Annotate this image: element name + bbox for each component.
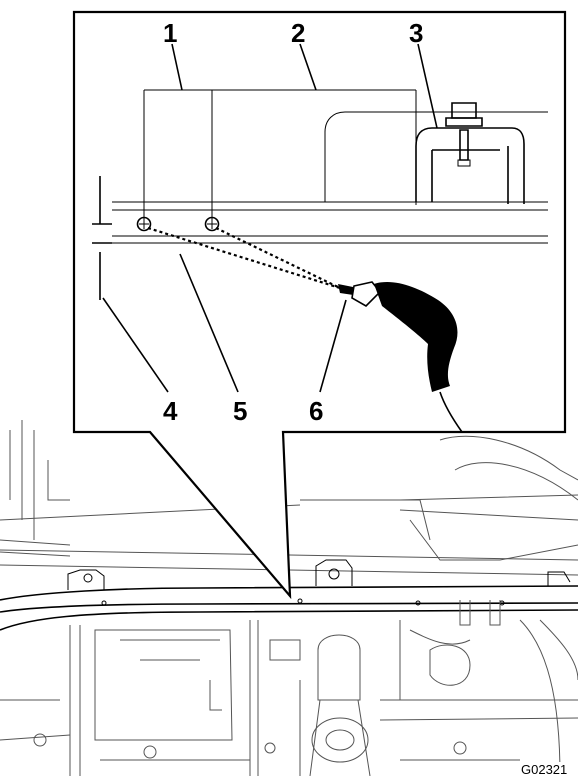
drill-icon: [338, 281, 463, 433]
callout-number: 2: [291, 18, 305, 48]
vehicle-frame-artwork: [0, 420, 578, 776]
callout-number: 1: [163, 18, 177, 48]
callout-number: 3: [409, 18, 423, 48]
detail-artwork: [92, 43, 548, 433]
figure-id: G02321: [521, 762, 567, 776]
callout-number: 4: [163, 396, 178, 426]
callout-number: 6: [309, 396, 323, 426]
callout-number: 5: [233, 396, 247, 426]
detail-callout: [72, 10, 567, 600]
